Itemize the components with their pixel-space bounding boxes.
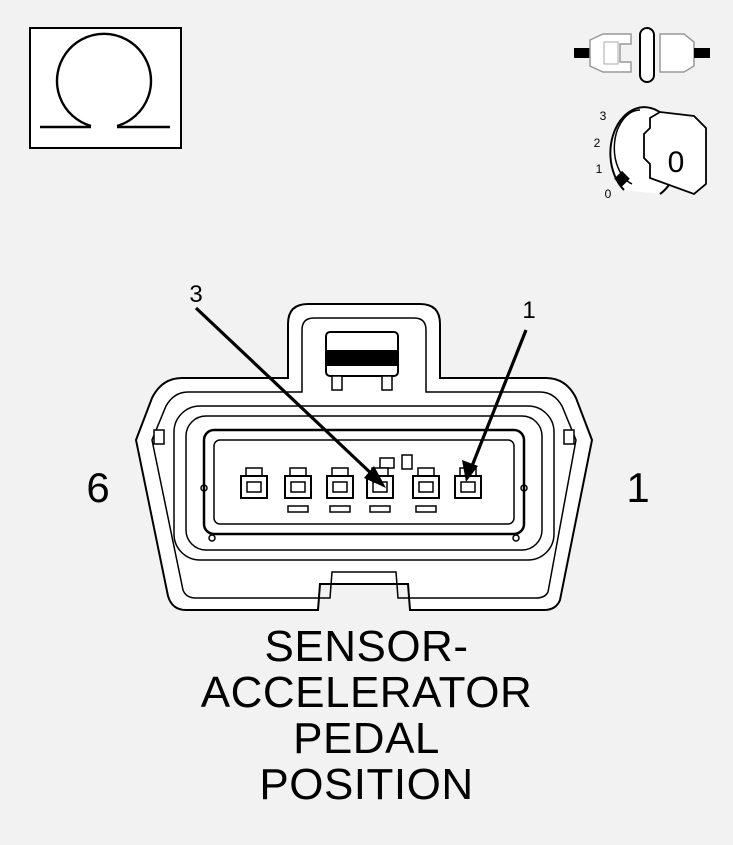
callout-label-3: 3 <box>189 281 202 308</box>
pin-end-label-left: 6 <box>86 464 109 511</box>
key-position-3: 3 <box>600 109 607 123</box>
callout-label-1: 1 <box>522 297 535 324</box>
callout-pin-1 <box>462 329 528 482</box>
terminal-cavity-pin-4 <box>326 467 354 513</box>
title-line-3: PEDAL <box>293 714 440 763</box>
title-line-2: ACCELERATOR <box>200 668 533 717</box>
connector-disconnected-icon <box>574 27 710 83</box>
ignition-key-icon: 3 2 1 0 0 <box>594 106 707 201</box>
terminal-cavity-pin-2 <box>412 467 440 513</box>
connector-face <box>134 303 594 611</box>
key-position-1: 1 <box>596 162 603 176</box>
key-position-0: 0 <box>605 187 612 201</box>
callout-pin-3 <box>194 306 386 488</box>
connector-latch <box>325 331 399 391</box>
ohmmeter-icon <box>29 27 182 149</box>
terminal-cavity-pin-6 <box>240 467 268 499</box>
title-line-1: SENSOR- <box>264 622 469 671</box>
key-position-2: 2 <box>594 136 601 150</box>
pin-end-label-right: 1 <box>626 464 649 511</box>
key-label: 0 <box>668 146 685 179</box>
title-line-4: POSITION <box>259 760 474 809</box>
terminal-cavity-pin-5 <box>284 467 312 513</box>
